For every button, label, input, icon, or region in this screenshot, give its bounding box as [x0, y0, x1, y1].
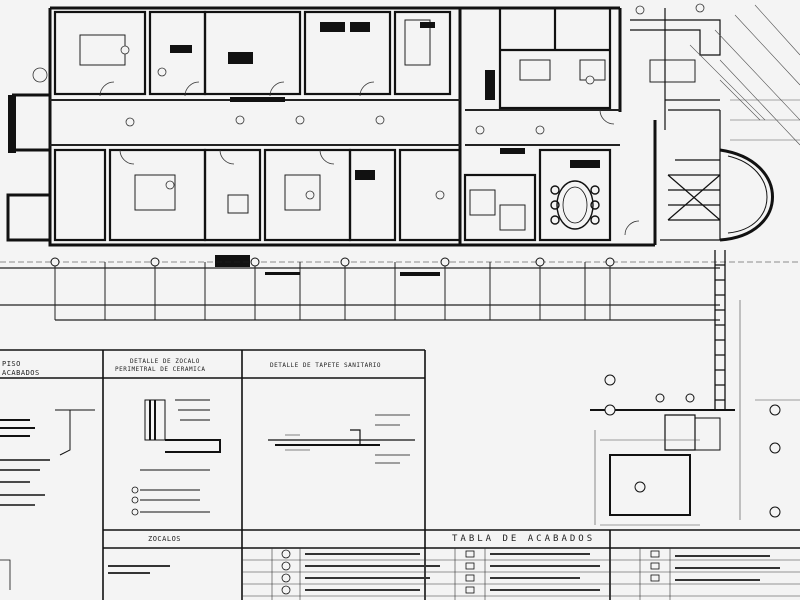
dark-bars	[265, 272, 440, 276]
piso-title-1: PISO	[2, 360, 21, 368]
stair-treads	[689, 4, 800, 146]
finishes-table-text	[108, 553, 780, 591]
finishes-table-title: TABLA DE ACABADOS	[452, 534, 596, 544]
column-grid	[54, 262, 611, 320]
detail-panels-frame	[0, 349, 800, 600]
column-markers	[50, 257, 615, 267]
zocalo-bullets	[131, 486, 139, 516]
piso-legend	[0, 409, 95, 590]
room-fixtures	[79, 19, 696, 231]
zocalos-title: ZOCALOS	[148, 535, 182, 543]
zocalo-detail-title-1: DETALLE DE ZOCALO	[130, 358, 200, 365]
annex-dims	[594, 300, 800, 526]
tapete-detail-title: DETALLE DE TAPETE SANITARIO	[270, 362, 382, 369]
room-symbols	[32, 3, 705, 200]
upper-rooms	[53, 6, 612, 110]
zocalo-detail-title-2: PERIMETRAL DE CERAMICA	[115, 366, 206, 373]
vertical-column-line	[714, 250, 726, 410]
zocalo-detail	[140, 399, 221, 513]
piso-title-2: ACABADOS	[2, 369, 40, 377]
conference-table	[550, 180, 600, 230]
annex-markers	[604, 374, 781, 518]
stair-area	[630, 8, 774, 242]
tapete-detail	[268, 414, 415, 464]
grid-lines	[0, 261, 800, 321]
door-swings	[99, 81, 640, 236]
dark-fixtures	[170, 22, 600, 267]
table-symbols	[281, 549, 660, 595]
finishes-table-rows	[242, 548, 800, 600]
lower-rooms	[53, 148, 612, 242]
left-wall-band	[8, 95, 16, 153]
